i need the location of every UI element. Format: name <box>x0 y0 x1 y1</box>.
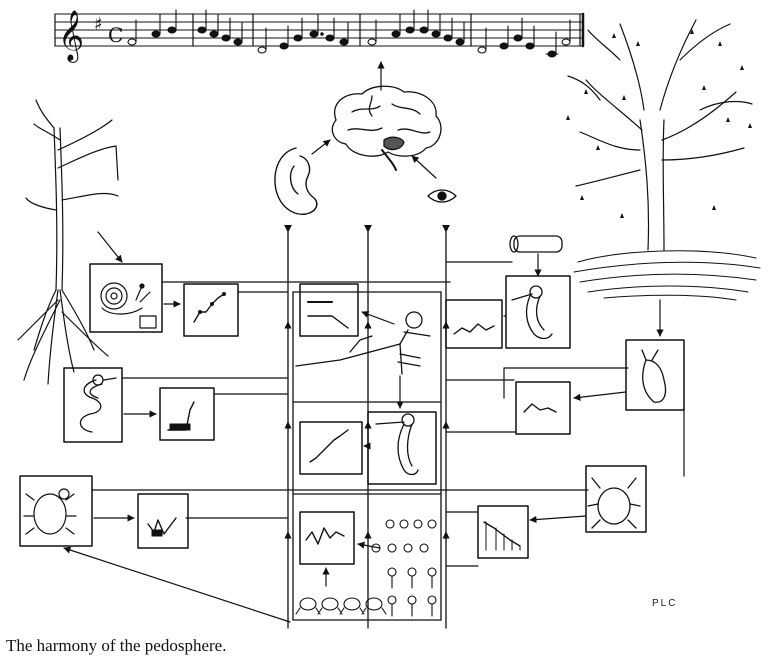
snail-panel <box>89 263 163 333</box>
skeleton-icon <box>295 311 431 375</box>
worm-icon <box>511 285 553 340</box>
connector-lines <box>91 261 685 567</box>
snail-icon <box>100 282 157 329</box>
snake-melody-panel <box>159 387 215 441</box>
ear-icon <box>274 147 318 215</box>
bus-arrowheads <box>284 321 450 541</box>
snake-icon <box>79 374 117 433</box>
mite-crowd <box>295 597 387 615</box>
brain-icon <box>331 85 442 171</box>
grass-plant-icon <box>17 99 119 385</box>
mite-melody-panel <box>137 493 189 549</box>
artist-signature: PLC <box>652 598 678 609</box>
skeleton-panel <box>295 283 431 375</box>
nematode-icon <box>371 519 437 617</box>
nematode-melody-panel <box>299 511 355 565</box>
springtail-to-melody-arrow <box>573 391 627 401</box>
eye-icon <box>427 189 457 203</box>
central-buses <box>284 224 450 629</box>
skeleton-to-melody-arrow <box>361 310 395 325</box>
music-score: 𝄞 ♯ C <box>54 9 585 63</box>
notes <box>127 9 571 58</box>
mite-icon <box>23 488 77 535</box>
key-signature-sharp: ♯ <box>94 14 103 35</box>
orchestra-to-melody-arrow <box>357 541 381 549</box>
beetle-melody-panel <box>477 505 529 559</box>
beetle-panel <box>585 465 647 533</box>
tree-icon <box>567 19 753 251</box>
plant-to-snail-arrow <box>97 231 123 263</box>
staff-lines <box>54 13 584 47</box>
beetle-to-melody-arrow <box>529 515 587 524</box>
snake-panel <box>63 367 123 443</box>
springtail-icon <box>641 349 667 403</box>
snail-melody-panel <box>183 283 239 337</box>
flute-worm-panel <box>367 411 437 485</box>
springtail-melody-panel <box>515 381 571 435</box>
log-icon <box>509 235 563 253</box>
center-melody-panel <box>299 421 363 475</box>
tree-leaves <box>566 29 752 218</box>
worm-melody-panel <box>445 299 503 349</box>
leaf-litter <box>573 250 761 301</box>
bar-lines <box>54 12 585 48</box>
beetle-icon <box>587 477 641 529</box>
figure-caption: The harmony of the pedosphere. <box>6 636 227 655</box>
mite-panel <box>19 475 93 547</box>
ear-to-brain-arrow <box>311 139 331 155</box>
worm-panel <box>505 275 571 349</box>
treble-clef-icon: 𝄞 <box>58 10 84 63</box>
worm-icon <box>375 413 419 476</box>
eye-to-brain-arrow <box>411 155 437 179</box>
time-signature-common: C <box>108 23 123 47</box>
springtail-panel <box>625 339 685 411</box>
return-arrow <box>63 546 291 623</box>
